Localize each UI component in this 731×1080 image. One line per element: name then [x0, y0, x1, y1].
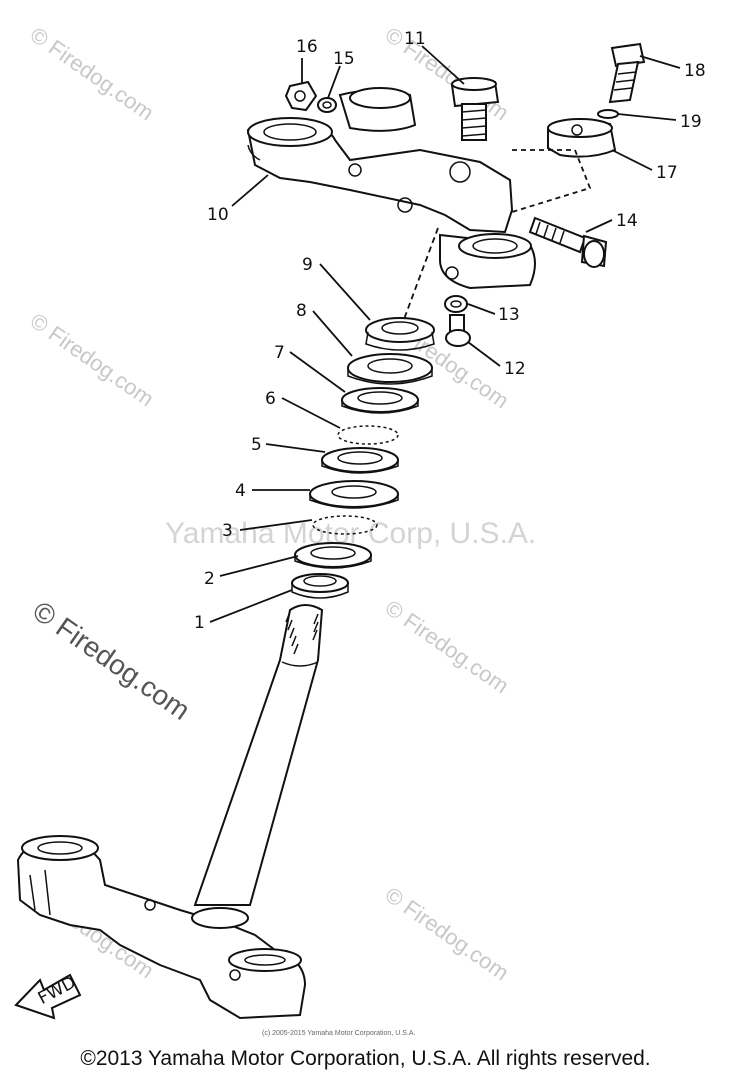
callout-5: 5 [251, 435, 262, 455]
washer-4 [309, 480, 399, 509]
bearing-race-5 [321, 447, 399, 474]
callout-13: 13 [498, 305, 520, 325]
washer-13 [444, 295, 468, 313]
ball-bearing-3 [312, 515, 378, 535]
callout-11: 11 [404, 29, 426, 49]
dust-seal-1 [291, 573, 349, 599]
pinch-bolt-14 [528, 216, 608, 268]
handlebar-clamp-17 [547, 118, 617, 158]
callout-17: 17 [656, 163, 678, 183]
upper-bracket [246, 87, 536, 290]
bearing-race-2 [294, 542, 372, 569]
bolt-18 [608, 42, 646, 104]
ring-nut-9 [365, 317, 435, 351]
callout-15: 15 [333, 49, 355, 69]
leader-lines [209, 45, 681, 623]
callout-19: 19 [680, 112, 702, 132]
callout-10: 10 [207, 205, 229, 225]
callout-16: 16 [296, 37, 318, 57]
callout-1: 1 [194, 613, 205, 633]
callout-8: 8 [296, 301, 307, 321]
callout-9: 9 [302, 255, 313, 275]
footer-copyright: ©2013 Yamaha Motor Corporation, U.S.A. A… [80, 1047, 651, 1070]
under-bracket [16, 835, 307, 1020]
ball-bearing-6 [337, 425, 399, 445]
bolt-12 [445, 314, 471, 347]
callout-3: 3 [222, 521, 233, 541]
callout-labels: 16 15 11 10 18 19 17 14 9 8 7 6 5 4 3 2 … [194, 29, 706, 633]
tiny-copyright: (c) 2005-2015 Yamaha Motor Corporation, … [262, 1030, 416, 1037]
bearing-cover-7 [341, 387, 419, 414]
callout-12: 12 [504, 359, 526, 379]
bolt-11 [450, 77, 500, 141]
forward-arrow: FWD [14, 973, 82, 1020]
callout-14: 14 [616, 211, 638, 231]
callout-4: 4 [235, 481, 246, 501]
callout-2: 2 [204, 569, 215, 589]
callout-18: 18 [684, 61, 706, 81]
nut-16 [284, 80, 318, 112]
washer-8 [347, 353, 433, 385]
callout-6: 6 [265, 389, 276, 409]
steering-stem [193, 604, 324, 906]
washer-15 [317, 97, 337, 113]
washer-19 [597, 109, 619, 119]
callout-7: 7 [274, 343, 285, 363]
